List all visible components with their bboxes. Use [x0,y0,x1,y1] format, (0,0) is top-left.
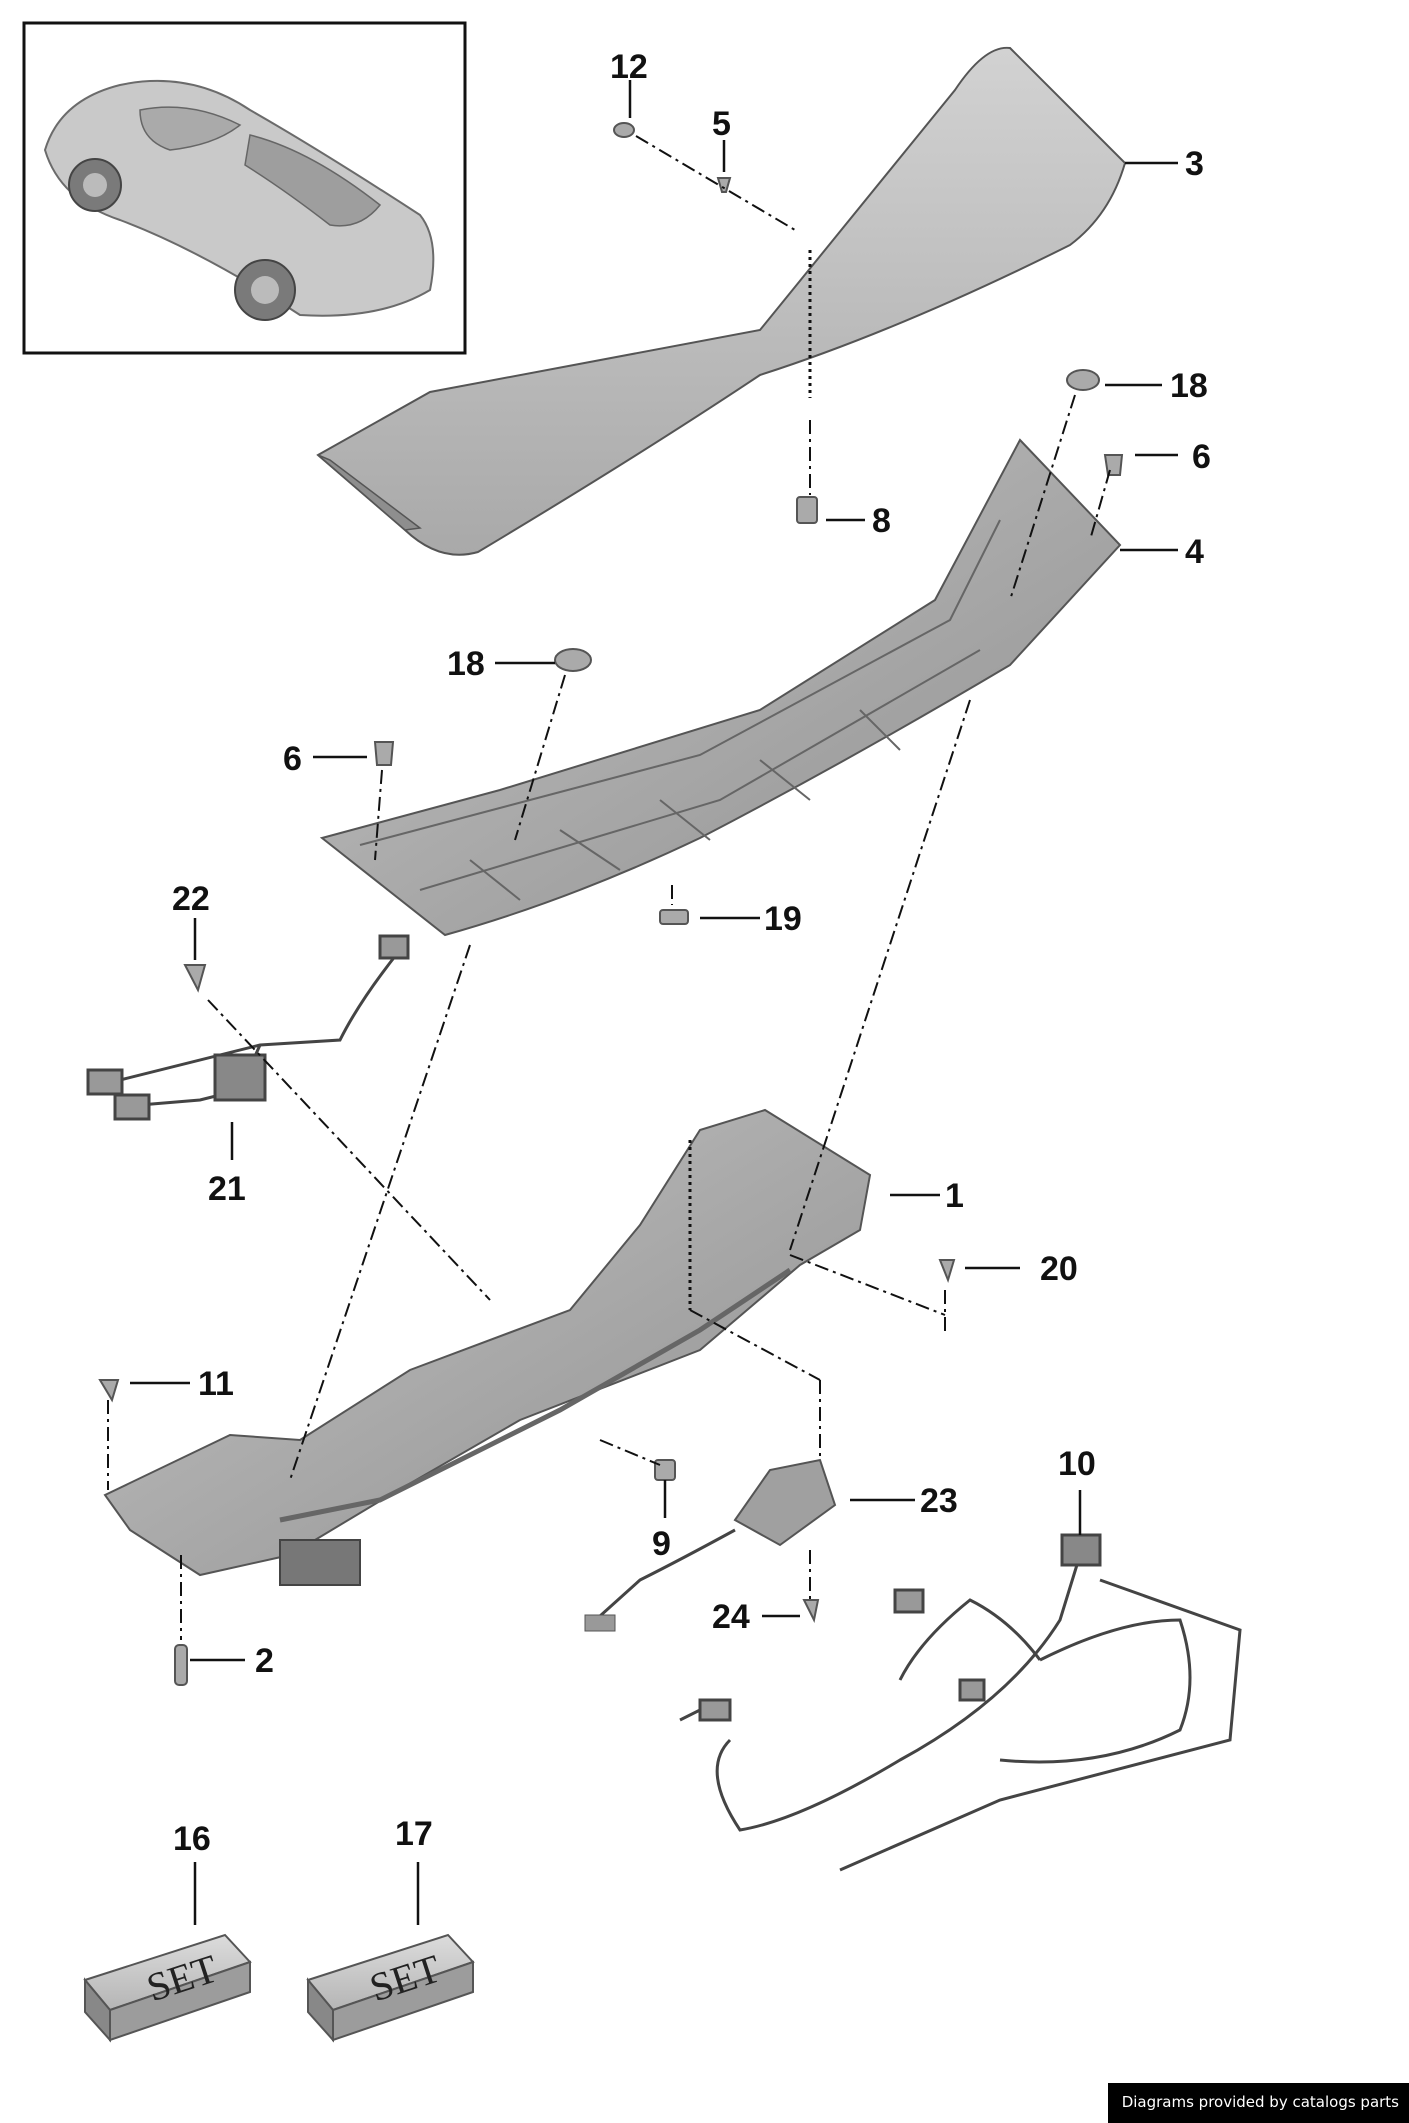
callout-12: 12 [610,48,648,86]
callout-20: 20 [1040,1250,1078,1288]
callout-22: 22 [172,880,210,918]
callout-labels: 1 2 3 4 5 6 6 8 9 10 11 12 16 17 18 18 1… [172,48,1211,1858]
frame-ribs [359,519,1001,901]
callout-16: 16 [173,1820,211,1858]
callout-18b: 18 [447,645,485,683]
credit-badge: Diagrams provided by catalogs parts [1107,2083,1409,2123]
callout-9: 9 [652,1525,671,1563]
callout-6a: 6 [1192,438,1211,476]
spoiler-frame [319,438,1122,937]
spoiler-actuator [584,1458,837,1632]
set-box-16: SET [83,1933,252,2043]
rear-spoiler [316,46,1127,556]
callout-8: 8 [872,502,891,540]
callout-19: 19 [764,900,802,938]
assembly-lines [107,135,1111,1640]
set-box-17: SET [306,1933,475,2043]
callout-4: 4 [1185,533,1204,571]
callout-1: 1 [945,1177,964,1215]
wiring-harness [679,1533,1242,1872]
callout-24: 24 [712,1598,750,1636]
callout-21: 21 [208,1170,246,1208]
callout-5: 5 [712,105,731,143]
carrier-rail [279,1267,792,1523]
callout-6b: 6 [283,740,302,778]
car-icon [43,79,435,321]
spoiler-edge [317,454,422,531]
callout-17: 17 [395,1815,433,1853]
callout-23: 23 [920,1482,958,1520]
carrier-bracket [279,1539,361,1586]
callout-18a: 18 [1170,367,1208,405]
vehicle-inset [22,21,467,355]
callout-10: 10 [1058,1445,1096,1483]
callout-3: 3 [1185,145,1204,183]
credit-text: Diagrams provided by catalogs parts [1121,2093,1399,2111]
fasteners [98,122,1124,1686]
leader-lines [130,80,1178,1925]
sensor-cable [86,934,410,1121]
callout-2: 2 [255,1642,274,1680]
callout-11: 11 [198,1365,234,1403]
